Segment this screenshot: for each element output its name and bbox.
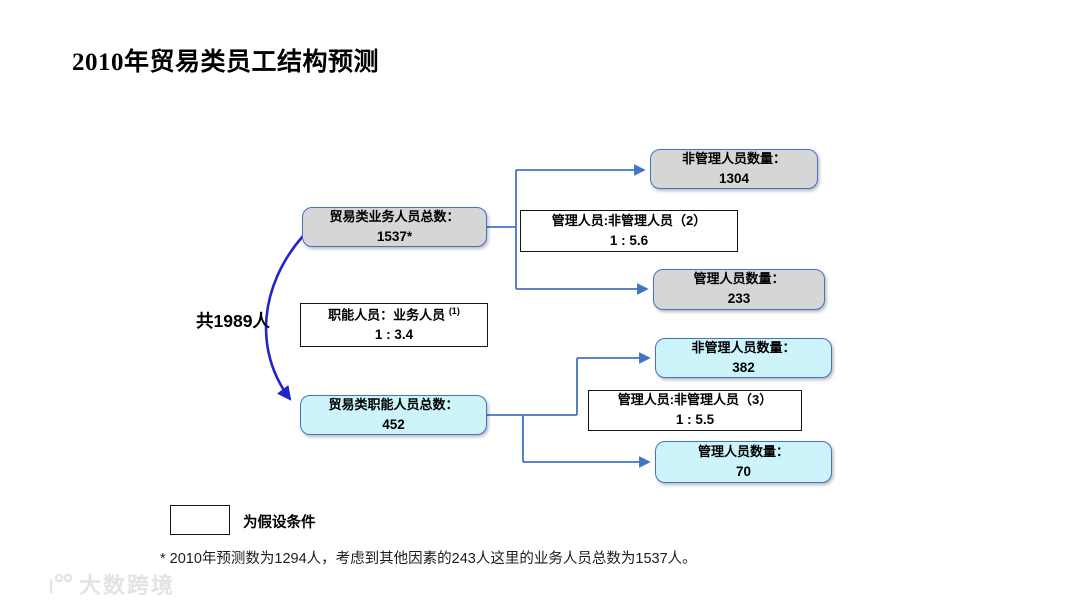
node-business-total-value: 1537*: [376, 228, 413, 244]
node-business-ratio-value: 1 : 5.6: [609, 232, 649, 248]
node-functional-ratio: 管理人员:非管理人员（3） 1 : 5.5: [588, 390, 802, 431]
node-functional-total-value: 452: [382, 416, 405, 432]
node-functional-total: 贸易类职能人员总数： 452: [300, 395, 487, 435]
watermark: 大数跨境: [46, 568, 175, 600]
node-assumption-ratio: 职能人员：业务人员 (1) 1 : 3.4: [300, 303, 488, 347]
node-functional-nonmgmt-value: 382: [732, 359, 755, 375]
node-business-mgmt-count: 管理人员数量： 233: [653, 269, 825, 310]
node-assumption-ratio-value: 1 : 3.4: [374, 327, 414, 343]
node-functional-mgmt-label: 管理人员数量：: [697, 443, 789, 459]
legend-label: 为假设条件: [243, 515, 316, 531]
legend-assumption-box: [170, 505, 230, 535]
node-business-total-label: 贸易类业务人员总数：: [329, 208, 460, 224]
node-business-total: 贸易类业务人员总数： 1537*: [302, 207, 487, 247]
node-assumption-ratio-sup: (1): [448, 306, 460, 317]
node-business-mgmt-label: 管理人员数量：: [693, 271, 785, 287]
watermark-text: 大数跨境: [79, 573, 176, 598]
node-assumption-ratio-line: 职能人员：业务人员 (1): [328, 305, 460, 325]
node-business-mgmt-value: 233: [727, 291, 751, 307]
node-business-ratio: 管理人员:非管理人员（2） 1 : 5.6: [520, 210, 738, 252]
node-business-nonmgmt-count: 非管理人员数量： 1304: [650, 149, 818, 189]
node-functional-nonmgmt-count: 非管理人员数量： 382: [655, 338, 832, 378]
watermark-logo-icon: [49, 573, 73, 593]
node-functional-ratio-value: 1 : 5.5: [675, 412, 715, 428]
total-count-label: 共1989人: [196, 311, 270, 331]
node-business-nonmgmt-value: 1304: [718, 170, 750, 186]
node-functional-nonmgmt-label: 非管理人员数量：: [691, 339, 796, 355]
node-functional-total-label: 贸易类职能人员总数：: [328, 396, 459, 412]
page-title: 2010年贸易类员工结构预测: [72, 49, 380, 76]
node-functional-ratio-label: 管理人员:非管理人员（3）: [617, 392, 773, 408]
node-assumption-ratio-label: 职能人员：业务人员: [328, 307, 446, 323]
node-functional-mgmt-value: 70: [735, 463, 752, 479]
node-functional-mgmt-count: 管理人员数量： 70: [655, 441, 832, 483]
node-business-nonmgmt-label: 非管理人员数量：: [681, 150, 786, 166]
bracket-arrow: [264, 235, 304, 401]
node-business-ratio-label: 管理人员:非管理人员（2）: [551, 212, 707, 228]
footnote: * 2010年预测数为1294人，考虑到其他因素的243人这里的业务人员总数为1…: [160, 551, 697, 567]
